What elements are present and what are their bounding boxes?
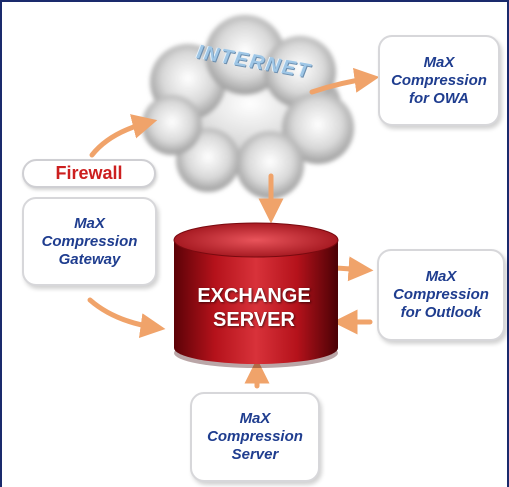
arrow-firewall-to-internet [89, 114, 158, 158]
exchange-server-cylinder [173, 222, 339, 368]
arrow-exchange-to-outlook [333, 256, 374, 282]
firewall-label: Firewall [55, 163, 123, 183]
firewall-box: Firewall [22, 159, 156, 188]
outlook-box-label: MaX Compression for Outlook [393, 268, 489, 321]
gateway-box-label: MaX Compression Gateway [41, 214, 138, 268]
internet-cloud [142, 15, 354, 199]
max-compression-gateway-box: MaX Compression Gateway [22, 197, 157, 286]
max-compression-server-box: MaX Compression Server [190, 392, 320, 482]
owa-box-label: MaX Compression for OWA [391, 53, 487, 107]
arrow-gateway-to-exchange [87, 297, 166, 338]
frame-right-border [507, 0, 509, 487]
exchange-server-label: EXCHANGE SERVER [197, 285, 311, 331]
arrow-internet-to-owa [309, 67, 380, 95]
connector-arrows [87, 67, 380, 389]
max-compression-owa-box: MaX Compression for OWA [378, 35, 500, 126]
server-box-label: MaX Compression Server [207, 410, 303, 463]
max-compression-outlook-box: MaX Compression for Outlook [377, 249, 505, 341]
frame-top-border [0, 0, 509, 2]
frame-left-border [0, 0, 2, 487]
